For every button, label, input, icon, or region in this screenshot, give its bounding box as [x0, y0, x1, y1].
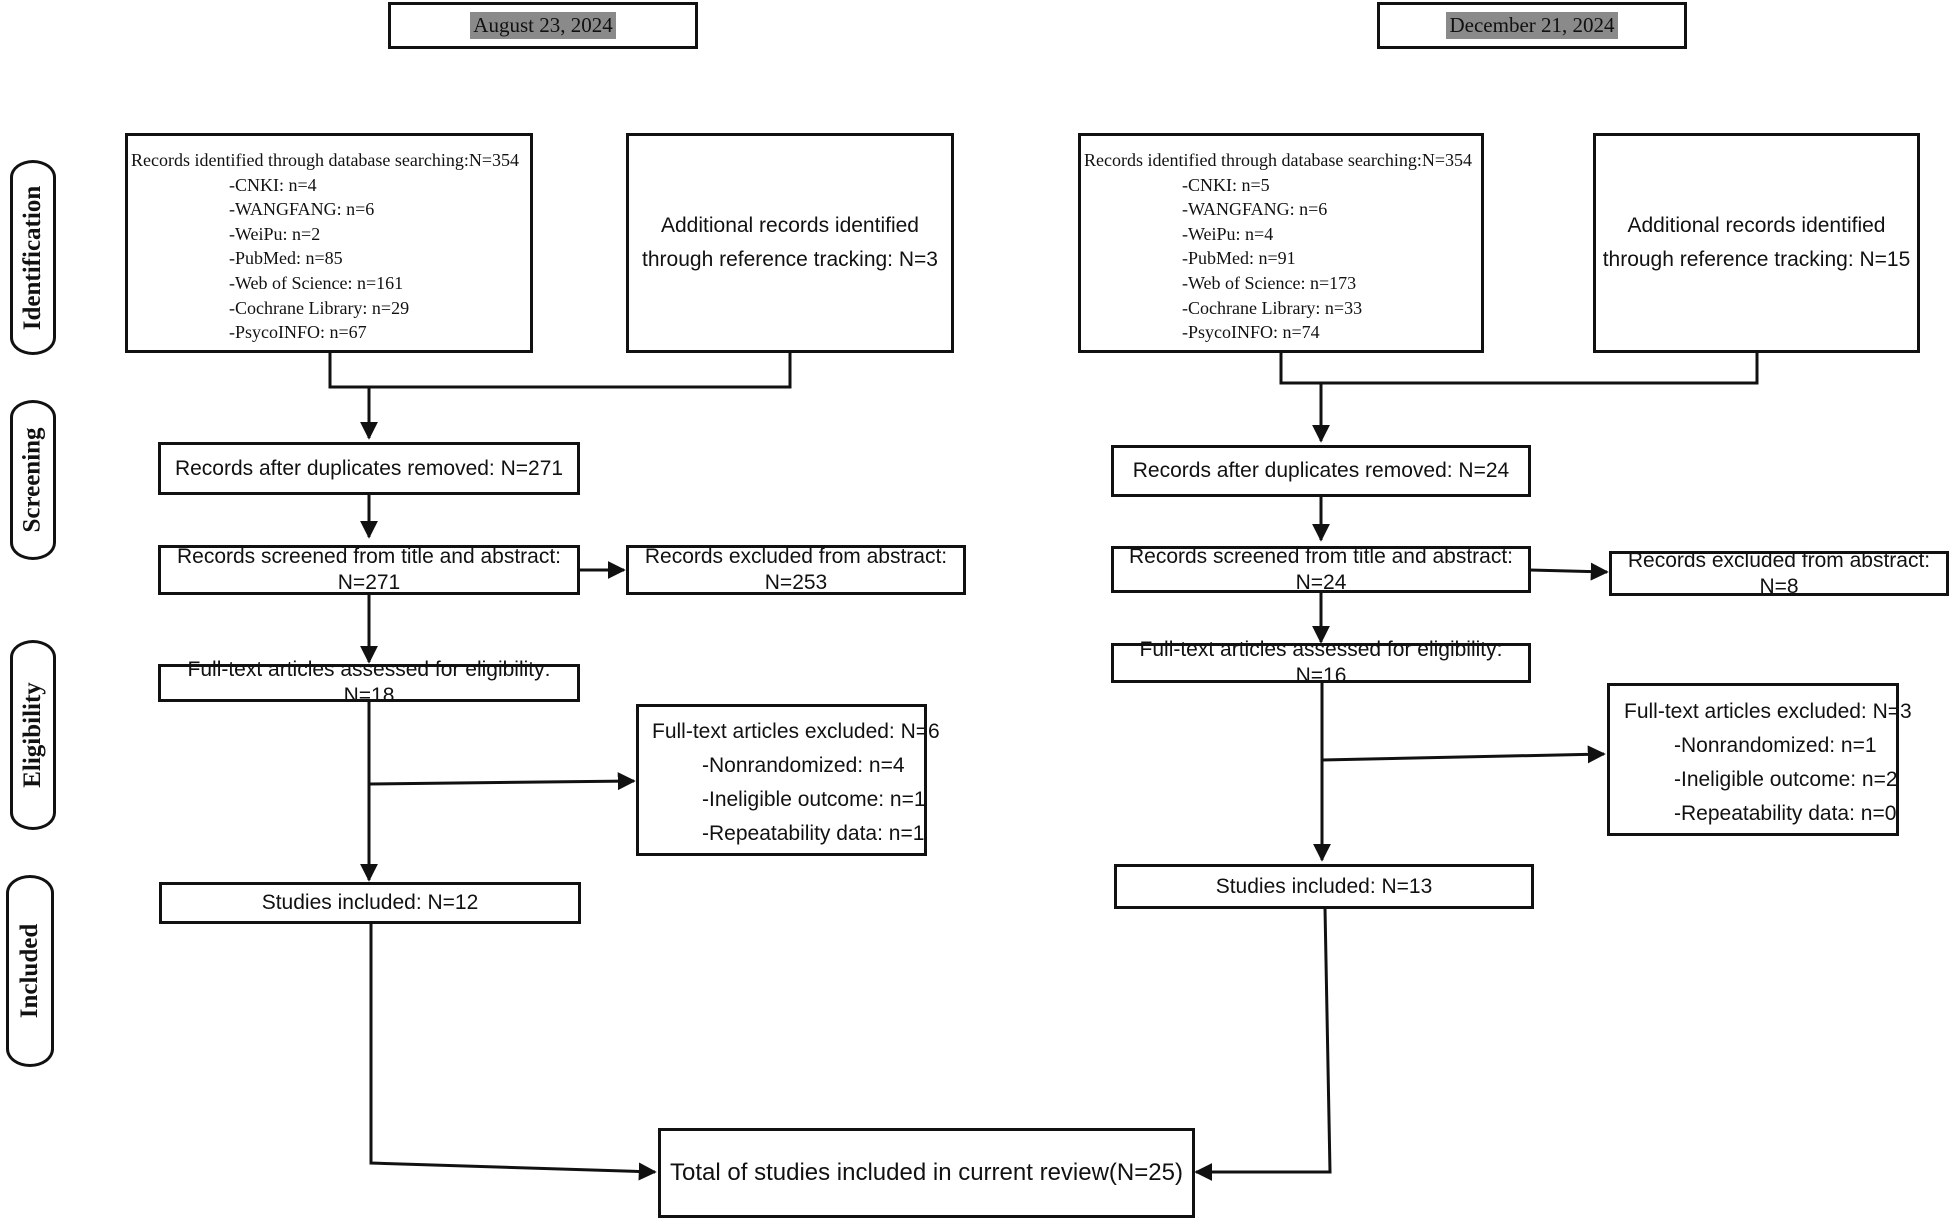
- phase-identification-label: Identification: [19, 185, 47, 330]
- right-identified-title: Records identified through database sear…: [1084, 150, 1473, 170]
- left-identified-box: Records identified through database sear…: [125, 133, 533, 353]
- left-fulltext-excluded-item: -Nonrandomized: n=4: [702, 754, 905, 777]
- right-excluded-abstract-box: Records excluded from abstract: N=8: [1609, 549, 1949, 598]
- left-identified-item: -CNKI: n=4: [229, 174, 317, 195]
- right-identified-item: -WeiPu: n=4: [1182, 223, 1274, 244]
- left-identified-item: -WeiPu: n=2: [229, 223, 321, 244]
- left-date-header: August 23, 2024: [388, 2, 698, 49]
- right-screened-label: Records screened from title and abstract…: [1128, 544, 1513, 594]
- left-identified-item: -Cochrane Library: n=29: [229, 297, 410, 318]
- right-identified-item: -PsycoINFO: n=74: [1182, 322, 1320, 343]
- total-included-label: Total of studies included in current rev…: [670, 1159, 1183, 1186]
- right-arrow-to-fulltext-excluded: [1321, 745, 1606, 764]
- left-additional-box: Additional records identified through re…: [626, 133, 954, 353]
- left-additional-line: through reference tracking: N=3: [642, 248, 938, 271]
- phase-screening: Screening: [10, 400, 56, 560]
- right-included-label: Studies included: N=13: [1215, 874, 1433, 898]
- right-fulltext-excluded-box: Full-text articles excluded: N=3 -Nonran…: [1607, 683, 1912, 836]
- right-additional-line: Additional records identified: [1627, 214, 1886, 237]
- right-fulltext-excluded-item: -Ineligible outcome: n=2: [1674, 768, 1898, 791]
- left-screened-box: Records screened from title and abstract…: [158, 545, 580, 595]
- right-merge-connector: [1279, 352, 1759, 385]
- left-identified-item: -PsycoINFO: n=67: [229, 322, 367, 343]
- left-merge-connector: [328, 352, 792, 389]
- left-fulltext-excluded-item: -Ineligible outcome: n=1: [702, 788, 926, 811]
- right-duplicates-removed-label: Records after duplicates removed: N=24: [1132, 459, 1510, 482]
- left-fulltext-assessed-label: Full-text articles assessed for eligibil…: [187, 658, 551, 707]
- total-included-box: Total of studies included in current rev…: [658, 1128, 1195, 1218]
- left-identified-item: -WANGFANG: n=6: [229, 199, 375, 220]
- left-fulltext-assessed-box: Full-text articles assessed for eligibil…: [158, 658, 580, 707]
- right-duplicates-removed-box: Records after duplicates removed: N=24: [1111, 445, 1531, 497]
- left-arrow-to-fulltext-excluded: [368, 772, 636, 791]
- right-fulltext-excluded-item: -Nonrandomized: n=1: [1674, 734, 1877, 757]
- left-fulltext-excluded-box: Full-text articles excluded: N=6 -Nonran…: [636, 704, 940, 856]
- left-screened-label: Records screened from title and abstract…: [176, 545, 561, 594]
- right-additional-line: through reference tracking: N=15: [1602, 248, 1911, 271]
- phase-eligibility-label: Eligibility: [19, 682, 46, 788]
- right-identified-box: Records identified through database sear…: [1078, 133, 1484, 353]
- right-additional-box: Additional records identified through re…: [1593, 133, 1920, 353]
- phase-included: Included: [6, 875, 54, 1067]
- phase-included-label: Included: [16, 923, 44, 1019]
- left-excluded-abstract-box: Records excluded from abstract: N=253: [626, 545, 966, 595]
- right-identified-item: -CNKI: n=5: [1182, 174, 1270, 195]
- left-date-label: August 23, 2024: [470, 12, 616, 39]
- phase-eligibility: Eligibility: [10, 640, 56, 830]
- left-fulltext-excluded-title: Full-text articles excluded: N=6: [652, 720, 940, 743]
- right-arrow-to-total: [1194, 907, 1332, 1181]
- right-identified-item: -PubMed: n=91: [1182, 248, 1296, 269]
- left-identified-title: Records identified through database sear…: [131, 150, 520, 170]
- left-identified-item: -Web of Science: n=161: [229, 272, 404, 293]
- left-included-label: Studies included: N=12: [261, 891, 479, 914]
- left-duplicates-removed-label: Records after duplicates removed: N=271: [174, 456, 564, 480]
- right-included-box: Studies included: N=13: [1114, 864, 1534, 909]
- left-excluded-abstract-label: Records excluded from abstract: N=253: [644, 545, 948, 594]
- left-fulltext-excluded-item: -Repeatability data: n=1: [702, 822, 925, 845]
- left-arrow-to-total: [369, 923, 657, 1181]
- phase-screening-label: Screening: [19, 427, 46, 533]
- left-identified-item: -PubMed: n=85: [229, 248, 343, 269]
- right-fulltext-assessed-box: Full-text articles assessed for eligibil…: [1111, 638, 1531, 687]
- right-identified-item: -Web of Science: n=173: [1182, 272, 1357, 293]
- right-identified-item: -WANGFANG: n=6: [1182, 199, 1328, 220]
- right-excluded-abstract-label: Records excluded from abstract: N=8: [1627, 548, 1931, 598]
- right-fulltext-excluded-item: -Repeatability data: n=0: [1674, 802, 1897, 825]
- left-additional-line: Additional records identified: [660, 214, 919, 237]
- right-fulltext-assessed-label: Full-text articles assessed for eligibil…: [1139, 638, 1503, 687]
- right-screened-box: Records screened from title and abstract…: [1111, 544, 1531, 594]
- left-included-box: Studies included: N=12: [159, 882, 581, 924]
- right-arrow-to-excluded-abstract: [1529, 562, 1609, 581]
- right-identified-item: -Cochrane Library: n=33: [1182, 297, 1363, 318]
- right-date-label: December 21, 2024: [1446, 12, 1618, 39]
- right-fulltext-excluded-title: Full-text articles excluded: N=3: [1624, 700, 1912, 723]
- left-duplicates-removed-box: Records after duplicates removed: N=271: [158, 442, 580, 495]
- phase-identification: Identification: [10, 160, 56, 355]
- right-date-header: December 21, 2024: [1377, 2, 1687, 49]
